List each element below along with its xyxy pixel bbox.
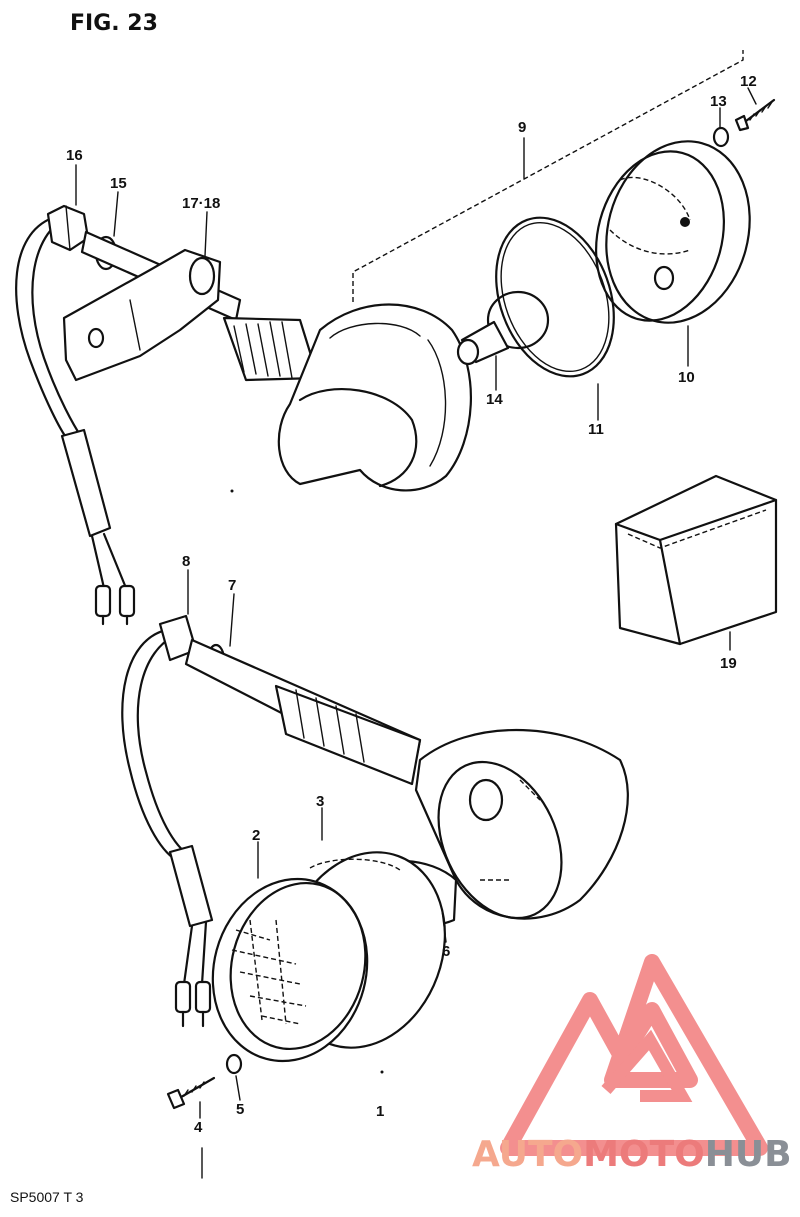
callout-8: 8: [182, 553, 190, 570]
upper-turn-signal-assembly: [15, 50, 776, 626]
callout-11: 11: [588, 421, 604, 438]
lens-2: [211, 877, 369, 1063]
nut-16: [46, 204, 90, 252]
watermark-auto: AUTO: [472, 1134, 583, 1175]
figure-title: FIG. 23: [70, 11, 158, 36]
leader-lines: [75, 87, 757, 1179]
watermark-text: AUTOMOTOHUB: [472, 1134, 792, 1175]
rear-housing: [414, 728, 629, 920]
automotohub-watermark: AUTOMOTOHUB: [472, 954, 792, 1175]
callout-4: 4: [194, 1119, 203, 1136]
callout-13: 13: [710, 93, 727, 110]
callout-9: 9: [518, 119, 526, 136]
callout-14: 14: [486, 391, 503, 408]
screw-4: [166, 1076, 216, 1110]
washer-13: [712, 126, 730, 148]
callout-19: 19: [720, 655, 737, 672]
callout-10: 10: [678, 369, 695, 386]
callout-2: 2: [252, 827, 260, 844]
callout-5: 5: [236, 1101, 244, 1118]
reflector-19: [614, 474, 778, 646]
callout-15: 15: [110, 175, 127, 192]
watermark-moto: MOTO: [583, 1134, 705, 1175]
footer-code: SP5007 T 3: [10, 1189, 84, 1205]
callout-17-18: 17·18: [182, 195, 220, 212]
lower-turn-signal-assembly: [121, 614, 629, 1110]
bracket-17-18: [62, 248, 222, 382]
callout-7: 7: [228, 577, 236, 594]
callout-16: 16: [66, 147, 83, 164]
bulb-14: [456, 290, 550, 366]
washer-5: [225, 1053, 243, 1075]
lower-wire-harness: [121, 628, 214, 1028]
callout-labels: 16 15 17·18 9 12 13 14 11 10 19 8 7 3 2 …: [66, 73, 757, 1136]
callout-3: 3: [316, 793, 324, 810]
upper-wire-harness: [15, 213, 136, 626]
callout-6: 6: [442, 943, 450, 960]
callout-1: 1: [376, 1103, 384, 1120]
assembly-line-9: [352, 50, 744, 302]
lamp-housing-9: [230, 303, 473, 493]
callout-12: 12: [740, 73, 757, 90]
gasket-11: [495, 216, 615, 378]
automotohub-logo: [500, 954, 768, 1156]
screw-12: [734, 98, 776, 132]
lens-10: [595, 140, 751, 324]
watermark-hub: HUB: [705, 1134, 792, 1175]
